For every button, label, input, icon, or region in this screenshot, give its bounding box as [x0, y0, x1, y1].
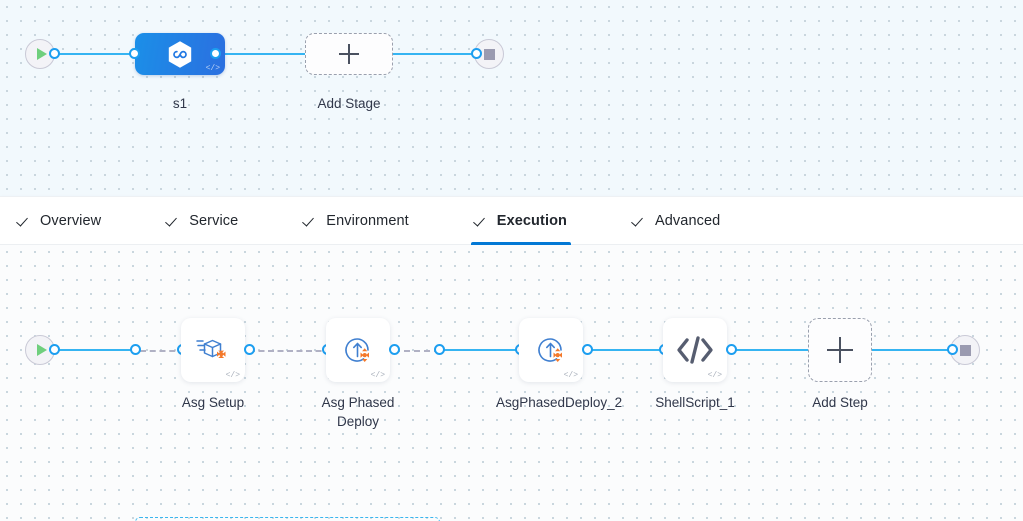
- step-link-3-to-4: [588, 349, 670, 351]
- stage-out-dot[interactable]: [210, 48, 221, 59]
- step-node-asg-setup[interactable]: </>: [181, 318, 245, 382]
- execution-steps-canvas[interactable]: Canary Deployment: [0, 245, 1023, 521]
- flying-box-icon: [196, 339, 226, 359]
- stage-node-s1[interactable]: </>: [135, 33, 225, 75]
- stage-start-node[interactable]: [25, 39, 55, 69]
- tab-environment[interactable]: Environment: [304, 197, 423, 244]
- step-link-dashed-2: [249, 350, 331, 352]
- plus-icon: [827, 337, 853, 363]
- step-node-asg-phased-deploy[interactable]: </>: [326, 318, 390, 382]
- stage-code-badge: </>: [205, 64, 220, 73]
- tab-label: Service: [189, 212, 239, 229]
- step-link-dashed-3: [394, 350, 440, 352]
- tab-service[interactable]: Service: [167, 197, 252, 244]
- check-icon: [304, 214, 317, 227]
- step-link-4-to-add: [730, 349, 814, 351]
- tab-label: Overview: [40, 212, 102, 229]
- stage-link-end: [385, 53, 483, 55]
- stage-link-start: [54, 53, 146, 55]
- step-link-group-to-3: [440, 349, 524, 351]
- step-label-shellscript-1: ShellScript_1: [655, 395, 735, 410]
- check-icon: [633, 214, 646, 227]
- check-icon: [18, 214, 31, 227]
- step-code-badge: </>: [563, 371, 578, 380]
- step-link-dashed-1: [140, 350, 185, 352]
- tab-label: Execution: [496, 212, 567, 229]
- add-step-button[interactable]: [808, 318, 872, 382]
- stage-in-dot[interactable]: [129, 48, 140, 59]
- stage-link-mid: [215, 53, 315, 55]
- step-group-canary-deployment[interactable]: [135, 517, 440, 521]
- stop-icon: [959, 344, 971, 356]
- rotate-up-arrow-icon: [345, 338, 369, 362]
- check-icon: [167, 214, 180, 227]
- tab-overview[interactable]: Overview: [18, 197, 115, 244]
- rotate-up-arrow-icon: [538, 338, 562, 362]
- stage-end-connector-dot[interactable]: [471, 48, 482, 59]
- add-stage-button[interactable]: [305, 33, 393, 75]
- step-node-shellscript-1[interactable]: </>: [663, 318, 727, 382]
- step-code-badge: </>: [225, 371, 240, 380]
- tab-execution[interactable]: Execution: [470, 197, 581, 245]
- tab-advanced[interactable]: Advanced: [633, 197, 734, 244]
- stage-config-tabs: Overview Service Environment Execution A…: [0, 196, 1023, 245]
- group-entry-dot[interactable]: [130, 344, 141, 355]
- step3-out-dot[interactable]: [582, 344, 593, 355]
- tab-label: Environment: [326, 212, 409, 229]
- stage-canvas[interactable]: </> s1 Add Stage: [0, 0, 1023, 196]
- stage-end-node[interactable]: [474, 39, 504, 69]
- step-code-badge: </>: [370, 371, 385, 380]
- plus-icon: [339, 44, 359, 64]
- step-end-connector-dot[interactable]: [947, 344, 958, 355]
- hexagon-infinity-icon: [168, 40, 192, 68]
- step-label-asgphaseddeploy-2: AsgPhasedDeploy_2: [496, 395, 623, 410]
- add-step-label: Add Step: [812, 395, 868, 410]
- step1-out-dot[interactable]: [244, 344, 255, 355]
- code-brackets-icon: [677, 336, 713, 364]
- stage-start-connector-dot[interactable]: [49, 48, 60, 59]
- step-node-asgphaseddeploy-2[interactable]: </>: [519, 318, 583, 382]
- group-exit-dot[interactable]: [434, 344, 445, 355]
- tab-label: Advanced: [655, 212, 721, 229]
- check-icon: [475, 214, 488, 227]
- step-link-start: [54, 349, 140, 351]
- stage-node-label: s1: [172, 96, 188, 111]
- step2-out-dot[interactable]: [389, 344, 400, 355]
- step-label-asg-phased-deploy: Asg Phased Deploy: [321, 395, 395, 429]
- step-link-add-to-end: [870, 349, 958, 351]
- play-icon: [36, 48, 47, 60]
- stop-icon: [483, 48, 495, 60]
- add-stage-label: Add Stage: [317, 96, 381, 111]
- step4-out-dot[interactable]: [726, 344, 737, 355]
- play-icon: [36, 344, 47, 356]
- step-start-connector-dot[interactable]: [49, 344, 60, 355]
- step-label-asg-setup: Asg Setup: [181, 395, 245, 410]
- step-code-badge: </>: [707, 371, 722, 380]
